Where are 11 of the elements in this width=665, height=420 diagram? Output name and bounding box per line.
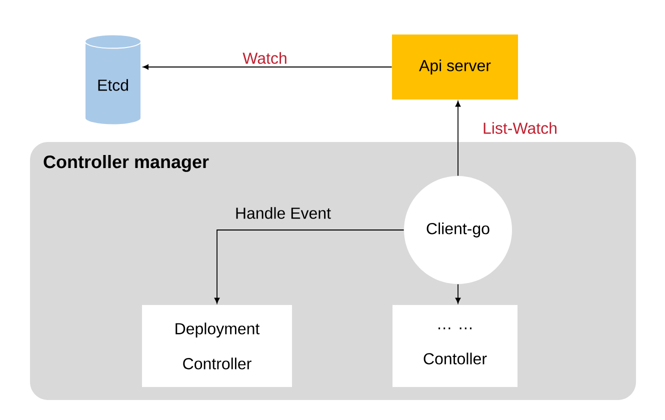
database-cylinder: Etcd [84,34,142,126]
edge-label: Handle Event [236,207,331,219]
arrow [214,230,404,304]
arrow [455,100,461,176]
process-box: Api server [392,34,518,100]
arrow [142,64,392,70]
edge-label: List-Watch [484,122,556,134]
process-box: Deployment Controller [142,305,292,387]
process-box: … … Contoller [392,305,518,387]
edge-label: Watch [242,52,286,64]
arrow [455,284,461,304]
